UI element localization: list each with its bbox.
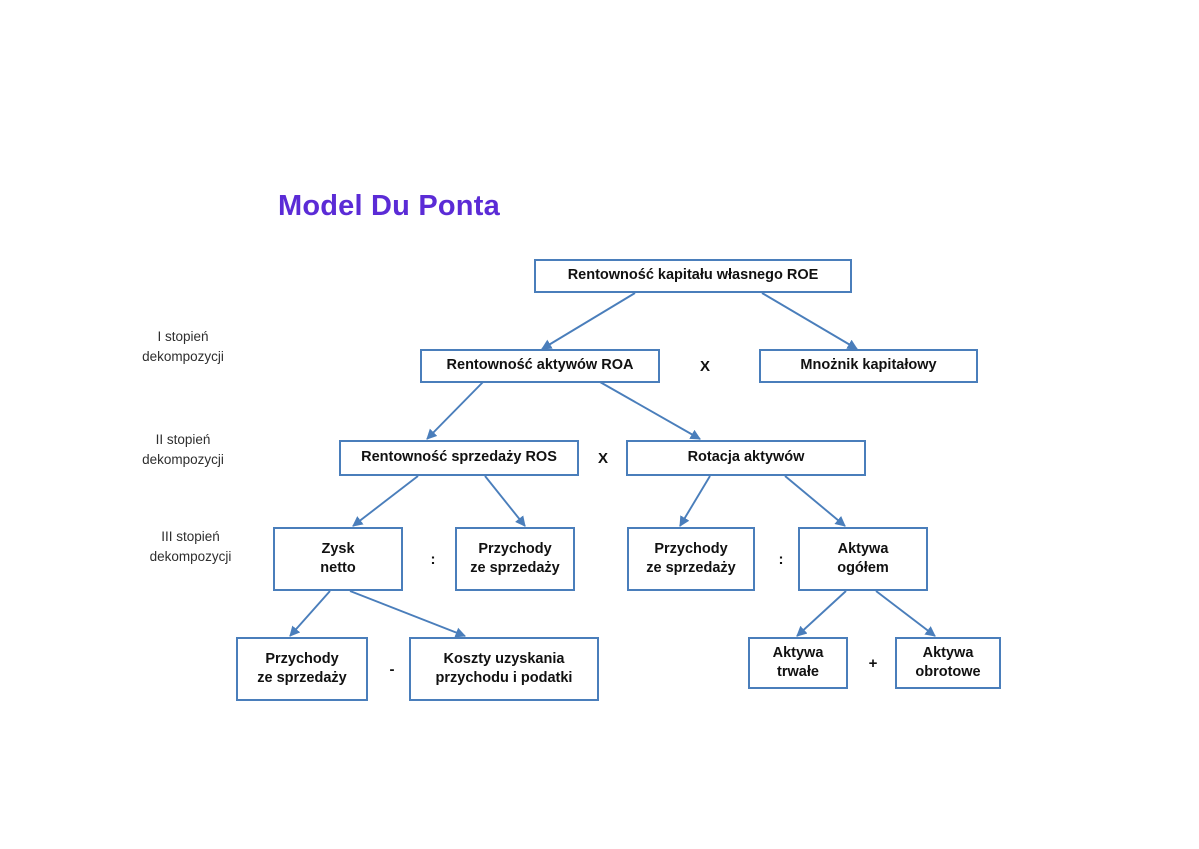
operator-level2-multiply: X [597, 449, 608, 467]
node-total-assets[interactable]: Aktywa ogółem [798, 527, 928, 591]
node-costs-taxes[interactable]: Koszty uzyskania przychodu i podatki [409, 637, 599, 701]
node-current-assets-label: Aktywa obrotowe [915, 644, 981, 680]
stage-label-3: III stopień dekompozycji [149, 529, 232, 564]
node-multiplier-label: Mnożnik kapitałowy [800, 357, 937, 374]
node-roe-label: Rentowność kapitału własnego ROE [567, 267, 819, 284]
stage-label-1: I stopień dekompozycji [142, 329, 224, 364]
node-revenue-bottom[interactable]: Przychody ze sprzedaży [236, 637, 368, 701]
node-costs-taxes-label: Koszty uzyskania przychodu i podatki [435, 650, 573, 686]
edge-roa-to-ros [426, 381, 484, 440]
edge-netprofit-to-costs [349, 590, 466, 638]
node-total-assets-label: Aktywa ogółem [837, 540, 889, 576]
node-asset-turnover-label: Rotacja aktywów [687, 449, 805, 466]
node-net-profit[interactable]: Zysk netto [273, 527, 403, 591]
node-ros[interactable]: Rentowność sprzedaży ROS [339, 440, 579, 476]
stage-label-2: II stopień dekompozycji [142, 432, 224, 467]
edge-netprofit-to-revenue [289, 590, 331, 637]
node-ros-label: Rentowność sprzedaży ROS [361, 449, 557, 466]
node-roe[interactable]: Rentowność kapitału własnego ROE [534, 259, 852, 293]
node-fixed-assets-label: Aktywa trwałe [772, 644, 824, 680]
node-net-profit-label: Zysk netto [320, 540, 356, 576]
node-revenue-left-label: Przychody ze sprzedaży [470, 540, 560, 576]
edge-roe-to-roa [541, 292, 636, 350]
operator-profit-minus: - [389, 660, 395, 678]
operator-ros-divide: : [430, 550, 436, 568]
operator-turnover-divide: : [778, 550, 784, 568]
edge-assets-to-fixed [796, 590, 847, 637]
edge-roe-to-multiplier [761, 292, 858, 350]
edge-roa-to-turnover [599, 381, 701, 440]
edge-turnover-to-revenue [679, 475, 711, 527]
node-current-assets[interactable]: Aktywa obrotowe [895, 637, 1001, 689]
node-revenue-right-label: Przychody ze sprzedaży [646, 540, 736, 576]
node-fixed-assets[interactable]: Aktywa trwałe [748, 637, 848, 689]
node-revenue-left[interactable]: Przychody ze sprzedaży [455, 527, 575, 591]
node-multiplier[interactable]: Mnożnik kapitałowy [759, 349, 978, 383]
page-title: Model Du Ponta [278, 190, 500, 222]
node-revenue-right[interactable]: Przychody ze sprzedaży [627, 527, 755, 591]
node-revenue-bottom-label: Przychody ze sprzedaży [257, 650, 347, 686]
node-roa-label: Rentowność aktywów ROA [446, 357, 634, 374]
node-roa[interactable]: Rentowność aktywów ROA [420, 349, 660, 383]
node-asset-turnover[interactable]: Rotacja aktywów [626, 440, 866, 476]
edge-assets-to-current [875, 590, 936, 637]
operator-assets-plus: + [868, 654, 878, 672]
edge-ros-to-netprofit [352, 475, 419, 527]
edge-turnover-to-assets [784, 475, 846, 527]
operator-level1-multiply: X [699, 357, 710, 375]
edge-ros-to-revenue [484, 475, 526, 527]
